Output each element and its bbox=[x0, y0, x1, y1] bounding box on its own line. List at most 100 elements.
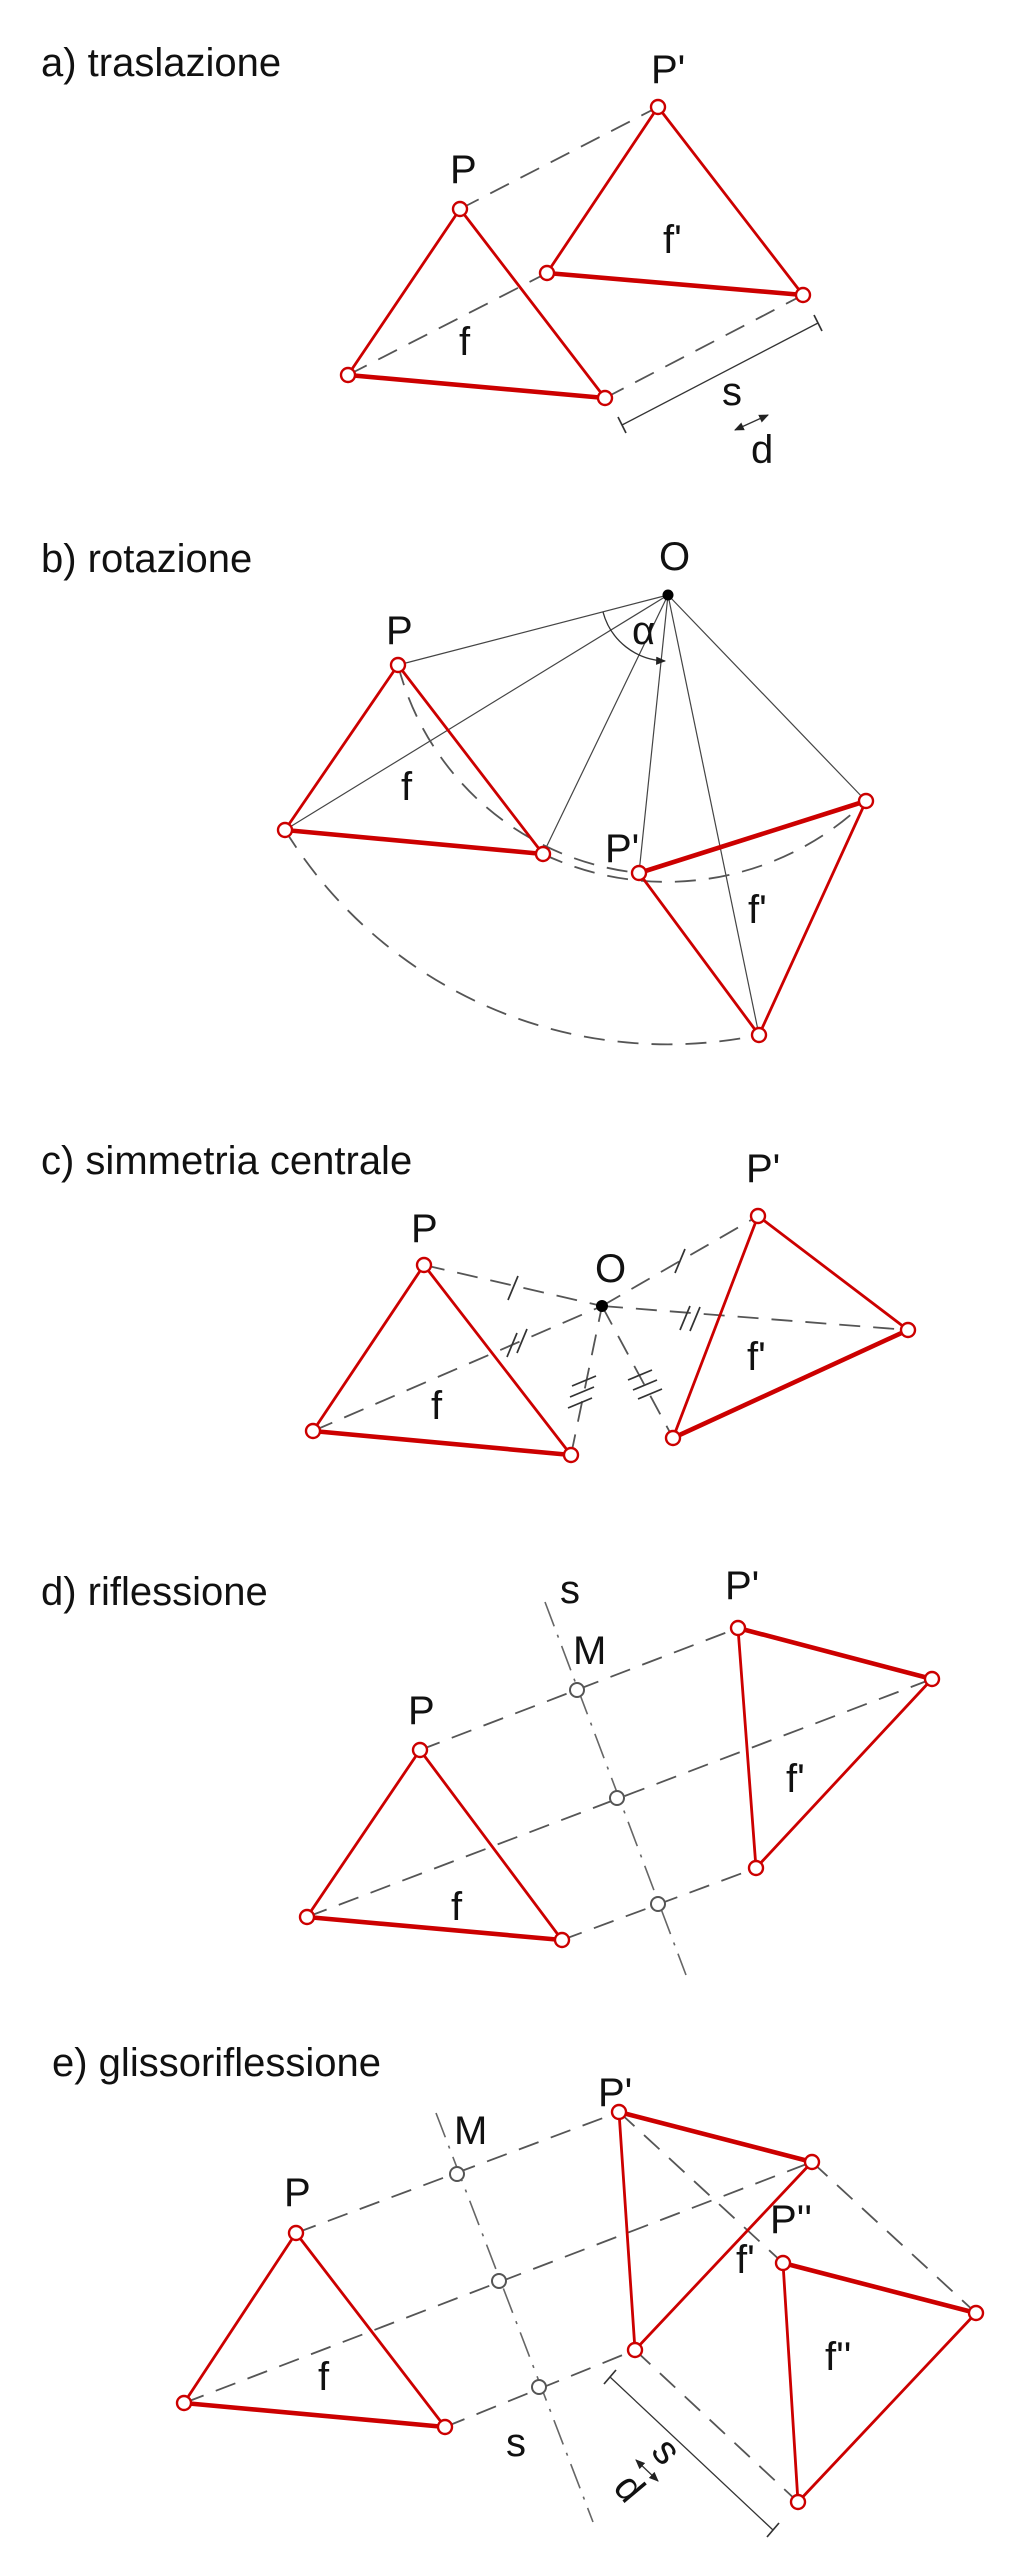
rotation-ray bbox=[667, 594, 760, 1036]
congruence-tick-marks bbox=[506, 1248, 701, 1409]
translation-line-p-pprime bbox=[459, 106, 659, 210]
vertex-marker bbox=[553, 1931, 571, 1949]
rotation-arc-mid bbox=[542, 800, 867, 883]
label-f-prime: f' bbox=[747, 1335, 766, 1379]
vertex-marker bbox=[749, 1207, 767, 1225]
triangle-f1-sides bbox=[736, 1627, 934, 1870]
vertex-marker bbox=[304, 1422, 322, 1440]
vertex-marker bbox=[389, 656, 407, 674]
distance-s-measure-line bbox=[621, 322, 819, 426]
measure-end-tick bbox=[603, 2369, 617, 2385]
vertex-marker bbox=[415, 1256, 433, 1274]
rotation-arc-outer bbox=[284, 829, 760, 1046]
vertex-marker bbox=[649, 98, 667, 116]
measure-end-tick bbox=[813, 314, 823, 332]
panel-b-title: b) rotazione bbox=[41, 537, 252, 581]
label-f: f bbox=[401, 765, 413, 809]
triangle-f-sides bbox=[182, 2231, 447, 2428]
measure-end-tick bbox=[617, 416, 627, 434]
glide-segment bbox=[811, 2161, 977, 2314]
vertex-marker bbox=[774, 2254, 792, 2272]
vertex-marker bbox=[626, 2341, 644, 2359]
triangle-f1-base bbox=[672, 1327, 909, 1441]
label-f: f bbox=[318, 2355, 330, 2399]
label-P-prime: P' bbox=[746, 1147, 780, 1191]
triangle-f2-base bbox=[782, 2260, 977, 2316]
label-s: s bbox=[722, 370, 742, 414]
translation-line-left-vertices bbox=[347, 272, 548, 376]
vertex-marker bbox=[287, 2224, 305, 2242]
vertex-marker bbox=[630, 864, 648, 882]
midpoint-marker bbox=[491, 2273, 507, 2289]
vertex-marker bbox=[899, 1321, 917, 1339]
direction-d-arrow-icon bbox=[635, 2459, 659, 2482]
triangle-f1-base bbox=[546, 270, 804, 298]
triangle-f1-sides bbox=[671, 1214, 909, 1439]
label-f: f bbox=[459, 320, 471, 364]
panel-e-glide-reflection: e) glissoriflessione P M P' P'' f bbox=[52, 2041, 985, 2538]
label-alpha: α bbox=[632, 609, 655, 653]
triangle-f-base bbox=[306, 1914, 563, 1943]
translation-line-right-vertices bbox=[604, 294, 804, 399]
triangle-f-sides bbox=[346, 207, 607, 399]
triangle-f-base bbox=[347, 372, 606, 401]
vertex-marker bbox=[436, 2418, 454, 2436]
panel-e-title: e) glissoriflessione bbox=[52, 2041, 381, 2085]
panel-a-translation: a) traslazione P P' f f' s d bbox=[41, 41, 823, 472]
triangle-f-sides bbox=[305, 1748, 564, 1941]
panel-b-rotation: b) rotazione O α P P' f f' bbox=[41, 535, 875, 1046]
label-P-prime: P' bbox=[725, 1564, 759, 1608]
symmetry-segment-o-pprime bbox=[601, 1215, 759, 1307]
triangle-f1-sides bbox=[545, 105, 805, 296]
midpoint-marker bbox=[609, 1790, 625, 1806]
triangle-f1-base bbox=[638, 798, 867, 876]
label-O: O bbox=[595, 1247, 626, 1291]
panel-c-central-symmetry: c) simmetria centrale bbox=[41, 1139, 917, 1464]
triangle-f2-sides bbox=[781, 2262, 978, 2504]
triangle-f-base bbox=[312, 1428, 572, 1458]
label-f-prime: f' bbox=[786, 1757, 805, 1801]
vertex-marker bbox=[967, 2304, 985, 2322]
vertex-marker bbox=[923, 1670, 941, 1688]
reflection-segment bbox=[183, 2161, 813, 2404]
panel-a-title: a) traslazione bbox=[41, 41, 281, 85]
vertex-marker bbox=[729, 1619, 747, 1637]
vertex-marker bbox=[175, 2394, 193, 2412]
mirror-axis-s bbox=[435, 2112, 594, 2523]
panel-d-reflection: d) riflessione s M P P' f f' bbox=[41, 1564, 941, 1976]
label-P-second: P'' bbox=[770, 2198, 812, 2242]
distance-s-measure-line bbox=[609, 2376, 774, 2531]
label-M: M bbox=[573, 1629, 606, 1673]
label-f-prime: f' bbox=[736, 2238, 755, 2282]
vertex-marker bbox=[562, 1446, 580, 1464]
vertex-marker bbox=[276, 821, 294, 839]
label-P: P bbox=[411, 1207, 438, 1251]
mirror-axis-s bbox=[544, 1601, 687, 1976]
label-s: s bbox=[560, 1568, 580, 1612]
panel-c-title: c) simmetria centrale bbox=[41, 1139, 412, 1183]
label-d: d bbox=[605, 2466, 653, 2511]
vertex-marker bbox=[610, 2103, 628, 2121]
symmetry-segment bbox=[312, 1305, 603, 1432]
vertex-marker bbox=[857, 792, 875, 810]
direction-d-arrow-icon bbox=[734, 414, 769, 431]
center-O-dot bbox=[596, 1300, 608, 1312]
label-f: f bbox=[431, 1384, 443, 1428]
rotation-ray bbox=[397, 594, 669, 666]
symmetry-segment bbox=[601, 1305, 674, 1439]
label-s-axis: s bbox=[506, 2421, 526, 2465]
label-f-prime: f' bbox=[663, 218, 682, 262]
symmetry-segment bbox=[601, 1305, 909, 1331]
label-P: P bbox=[408, 1689, 435, 1733]
panel-d-title: d) riflessione bbox=[41, 1570, 268, 1614]
triangle-f-base bbox=[183, 2400, 446, 2430]
triangle-f-base bbox=[284, 827, 544, 857]
vertex-marker bbox=[803, 2153, 821, 2171]
vertex-marker bbox=[596, 389, 614, 407]
vertex-marker bbox=[794, 286, 812, 304]
label-P-prime: P' bbox=[598, 2071, 632, 2115]
label-P: P bbox=[386, 609, 413, 653]
glide-segment-pprime-psecond bbox=[618, 2111, 784, 2264]
